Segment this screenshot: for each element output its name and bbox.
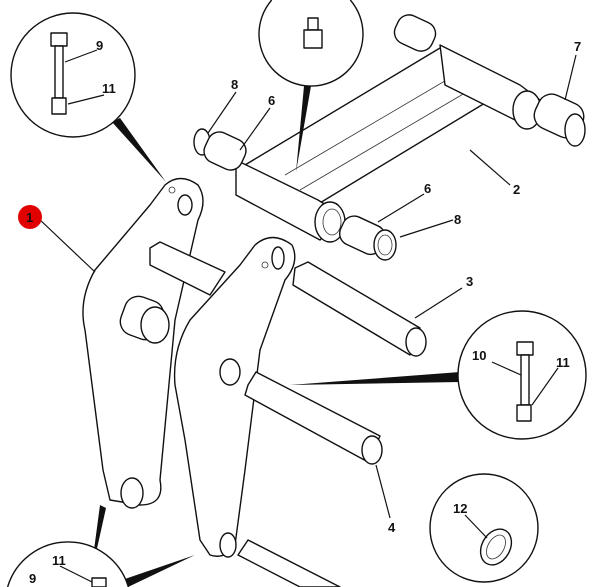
leader-lines	[37, 49, 577, 583]
label-bolt-10: 10	[472, 348, 486, 363]
label-seal-8-left: 8	[231, 77, 238, 92]
detail-circle-top-left	[10, 12, 166, 182]
label-beam-2: 2	[513, 182, 520, 197]
label-bushing-6-left: 6	[268, 93, 275, 108]
label-nut-11-bottom: 11	[52, 553, 66, 568]
connecting-bar	[149, 241, 226, 296]
label-seal-8-front: 8	[454, 212, 461, 227]
callout-badge-label: 1	[26, 210, 33, 225]
label-bushing-6-front: 6	[424, 181, 431, 196]
label-nut-11-top: 11	[102, 81, 116, 96]
label-washer-12: 12	[453, 501, 467, 516]
label-bolt-9-top: 9	[96, 38, 103, 53]
label-bolt-9-bottom: 9	[29, 571, 36, 586]
detail-circle-mid-right	[290, 310, 587, 440]
detail-circle-bottom-left	[6, 505, 195, 587]
detail-circle-top	[258, 0, 364, 172]
detail-circle-washer	[429, 473, 539, 583]
pin-parts	[237, 261, 427, 587]
label-nut-11-mid: 11	[556, 355, 570, 370]
label-pin-3: 3	[466, 274, 473, 289]
label-pin-4: 4	[388, 520, 396, 535]
callout-badge-1[interactable]	[18, 205, 42, 229]
cross-beam-part	[235, 44, 542, 243]
front-arm-part	[173, 236, 296, 558]
label-bushing-7: 7	[574, 39, 581, 54]
bushing-parts	[193, 14, 586, 261]
